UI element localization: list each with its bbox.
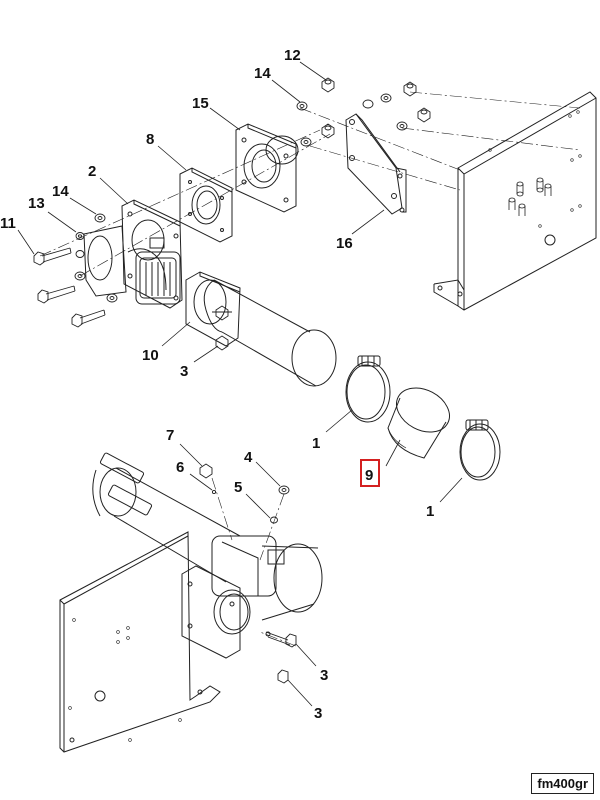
- callout-3-upper: 3: [180, 363, 188, 380]
- callout-14-left: 14: [52, 183, 69, 200]
- callout-1-right: 1: [426, 503, 434, 520]
- callout-13: 13: [28, 195, 45, 212]
- callout-14-top: 14: [254, 65, 271, 82]
- callout-1-left: 1: [312, 435, 320, 452]
- fasteners-left: [33, 213, 118, 328]
- highlighted-callout-9[interactable]: 9: [360, 459, 380, 487]
- callout-8: 8: [146, 131, 154, 148]
- blower-housing-2: [83, 199, 183, 309]
- blower-assembly-lower: [92, 452, 323, 684]
- callout-3-lower-b: 3: [314, 705, 322, 722]
- callout-7: 7: [166, 427, 174, 444]
- bracket-16: [345, 113, 407, 215]
- adapter-flange-15: [235, 123, 299, 213]
- callout-11: 11: [0, 215, 16, 232]
- hose-clamp-1a: [345, 355, 391, 423]
- callout-3-lower-a: 3: [320, 667, 328, 684]
- hose-clamp-1b: [459, 419, 501, 481]
- hardware-upper: [296, 77, 431, 147]
- callout-2: 2: [88, 163, 96, 180]
- callout-9: 9: [365, 467, 373, 484]
- callout-6: 6: [176, 459, 184, 476]
- callout-labels: 12 14 15 8 2 14 13 11 16 10 3 1 9 1 7 6 …: [0, 47, 434, 722]
- drawing-code: fm400gr: [531, 773, 594, 794]
- gasket-8: [179, 167, 233, 243]
- callout-4: 4: [244, 449, 253, 466]
- callout-15: 15: [192, 95, 209, 112]
- callout-10: 10: [142, 347, 159, 364]
- mounting-plate-upper: [433, 91, 597, 311]
- callout-12: 12: [284, 47, 301, 64]
- callout-5: 5: [234, 479, 242, 496]
- motor-tube-10: [185, 271, 337, 387]
- leader-lines: [17, 61, 463, 707]
- sleeve-9: [387, 387, 450, 459]
- callout-16: 16: [336, 235, 353, 252]
- mounting-plate-lower: [59, 531, 221, 753]
- center-lines: [39, 91, 581, 647]
